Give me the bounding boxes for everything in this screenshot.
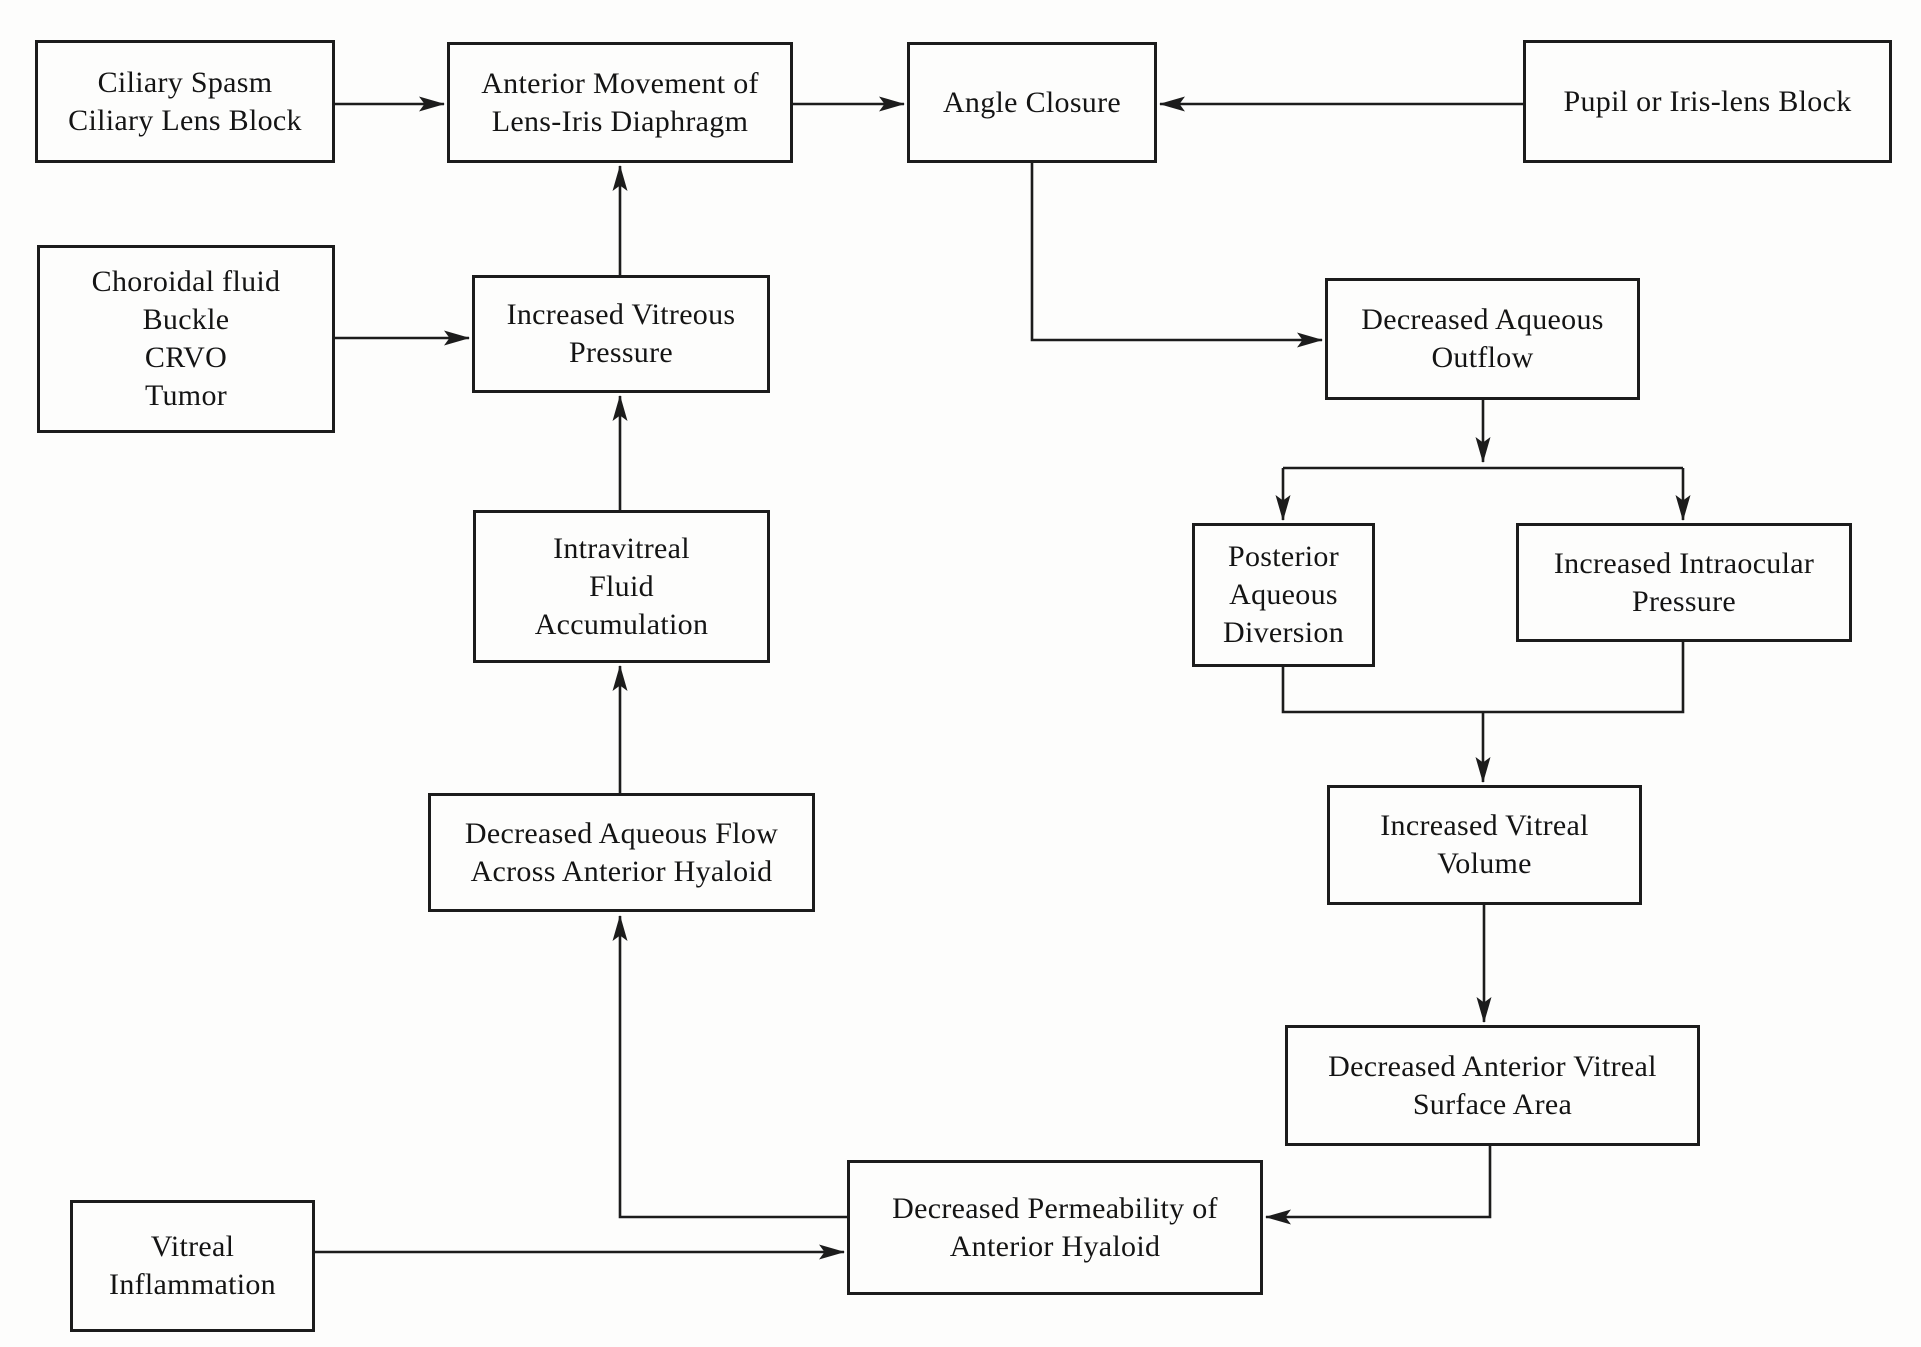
box-label: Increased Intraocular Pressure xyxy=(1553,546,1815,618)
box-label: Decreased Permeability of Anterior Hyalo… xyxy=(892,1191,1218,1263)
box-anterior-movement-lens-iris-diaphragm: Anterior Movement of Lens-Iris Diaphragm xyxy=(447,42,793,163)
box-label: Decreased Anterior Vitreal Surface Area xyxy=(1328,1049,1657,1121)
box-label: Angle Closure xyxy=(942,85,1122,119)
box-label: Pupil or Iris-lens Block xyxy=(1563,84,1852,118)
edge-angle-to-dao xyxy=(1030,163,1323,348)
box-vitreal-inflammation: Vitreal Inflammation xyxy=(70,1200,315,1332)
edge-dpah-to-daf xyxy=(612,915,847,1219)
box-label: Increased Vitreal Volume xyxy=(1380,809,1589,880)
box-label: Choroidal fluid Buckle CRVO Tumor xyxy=(91,265,281,412)
box-label: Increased Vitreous Pressure xyxy=(506,298,736,369)
box-decreased-aqueous-flow-across-anterior-hyaloid: Decreased Aqueous Flow Across Anterior H… xyxy=(428,793,815,912)
box-pupil-or-iris-lens-block: Pupil or Iris-lens Block xyxy=(1523,40,1892,163)
box-label: Intravitreal Fluid Accumulation xyxy=(534,531,709,641)
box-decreased-permeability-anterior-hyaloid: Decreased Permeability of Anterior Hyalo… xyxy=(847,1160,1263,1295)
box-posterior-aqueous-diversion: Posterior Aqueous Diversion xyxy=(1192,523,1375,667)
box-label: Posterior Aqueous Diversion xyxy=(1222,540,1344,649)
box-label: Vitreal Inflammation xyxy=(109,1230,276,1301)
box-decreased-anterior-vitreal-surface-area: Decreased Anterior Vitreal Surface Area xyxy=(1285,1025,1700,1146)
edge-davsa-to-dpah xyxy=(1265,1146,1492,1225)
box-intravitreal-fluid-accumulation: Intravitreal Fluid Accumulation xyxy=(473,510,770,663)
box-label: Decreased Aqueous Flow Across Anterior H… xyxy=(464,816,779,888)
box-choroidal-fluid-buckle-crvo-tumor: Choroidal fluid Buckle CRVO Tumor xyxy=(37,245,335,433)
box-label: Decreased Aqueous Outflow xyxy=(1361,303,1604,374)
box-increased-vitreal-volume: Increased Vitreal Volume xyxy=(1327,785,1642,905)
box-decreased-aqueous-outflow: Decreased Aqueous Outflow xyxy=(1325,278,1640,400)
box-label: Ciliary Spasm Ciliary Lens Block xyxy=(68,65,302,137)
box-label: Anterior Movement of Lens-Iris Diaphragm xyxy=(481,66,759,138)
box-increased-vitreous-pressure: Increased Vitreous Pressure xyxy=(472,275,770,393)
box-increased-intraocular-pressure: Increased Intraocular Pressure xyxy=(1516,523,1852,642)
box-ciliary-spasm-lens-block: Ciliary Spasm Ciliary Lens Block xyxy=(35,40,335,163)
box-angle-closure: Angle Closure xyxy=(907,42,1157,163)
